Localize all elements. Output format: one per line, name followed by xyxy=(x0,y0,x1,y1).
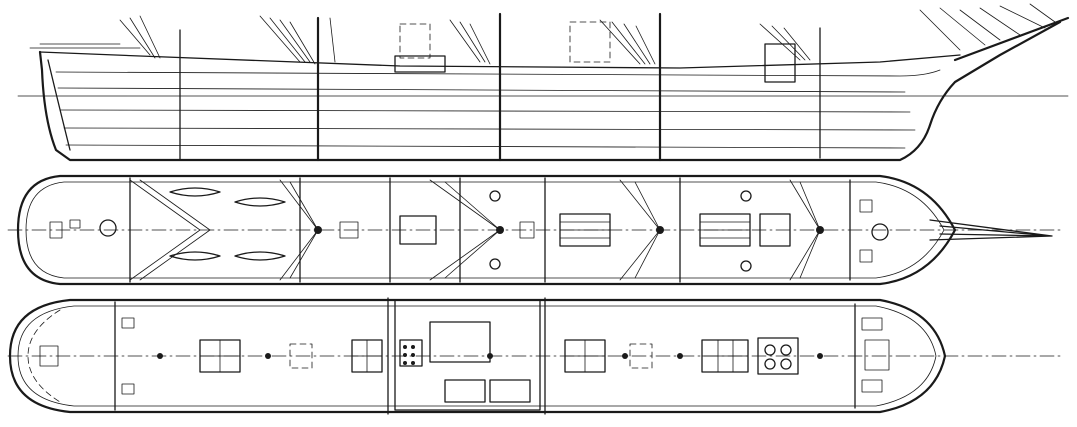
bowsprit xyxy=(955,18,1068,60)
profile-view xyxy=(18,4,1068,160)
hatch xyxy=(400,216,436,244)
capstan xyxy=(872,224,888,240)
lifeboat xyxy=(170,252,220,260)
lifeboat xyxy=(170,188,220,196)
profile-sheer-line xyxy=(40,52,960,68)
profile-rigging xyxy=(30,4,1055,64)
upper-deck-rigging xyxy=(130,180,820,280)
engine-room-block xyxy=(395,300,540,410)
main-deck-outline xyxy=(10,300,945,412)
lifeboat xyxy=(235,198,285,206)
main-deck-plan xyxy=(8,298,1060,414)
upper-deck-plan xyxy=(8,176,1060,284)
lifeboat xyxy=(235,252,285,260)
profile-deckhouse-aft xyxy=(395,56,445,72)
profile-deckhouse-fwd xyxy=(765,44,795,82)
hatch xyxy=(760,214,790,246)
capstan xyxy=(100,220,116,236)
upper-deck-outline xyxy=(18,176,955,284)
boilers xyxy=(758,338,798,374)
profile-hull-outline xyxy=(40,22,1060,160)
